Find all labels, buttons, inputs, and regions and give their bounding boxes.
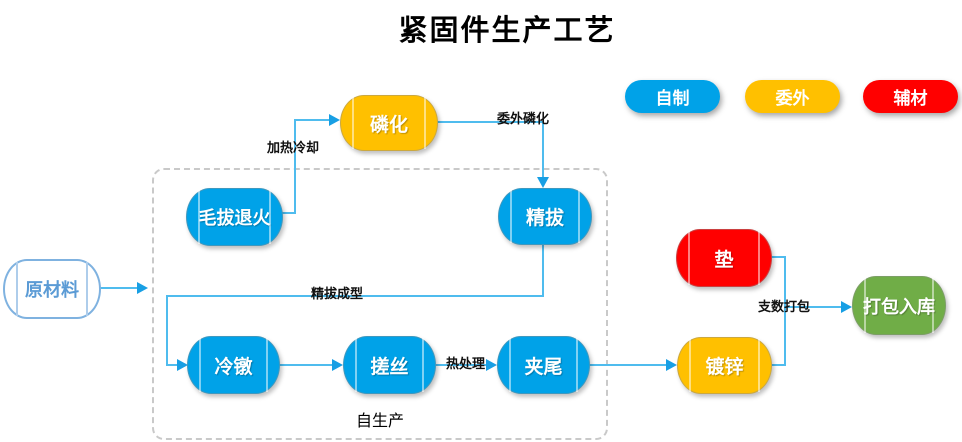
node-cold-heading[interactable]: 冷镦: [187, 336, 280, 394]
edge-anneal-phosphating-line: [294, 119, 330, 121]
edge-label-heat-cool: 加热冷却: [267, 140, 320, 155]
page-title: 紧固件生产工艺: [398, 15, 616, 47]
edge-phosphating-fine-arrowhead-icon: [537, 177, 549, 188]
legend-outsourced[interactable]: 委外: [745, 80, 840, 113]
node-anneal[interactable]: 毛拔退火: [186, 188, 283, 246]
edge-label-count-packing: 支数打包: [758, 299, 811, 314]
edge-clamp-galvanizing-line: [588, 364, 668, 366]
node-tail-clamping[interactable]: 夹尾: [497, 336, 590, 394]
node-fine-drawing-label: 精拔: [525, 208, 564, 229]
edge-anneal-phosphating-line: [280, 212, 296, 214]
node-washer-label: 垫: [714, 249, 734, 271]
self-production-container: 自生产: [152, 168, 608, 440]
edge-label-fine-draw-forming: 精拔成型: [311, 286, 364, 301]
edge-galvanizing-packing-line: [770, 364, 786, 366]
edge-thread-clamp-line: [434, 364, 488, 366]
node-galvanizing[interactable]: 镀锌: [677, 337, 772, 394]
node-thread-rolling[interactable]: 搓丝: [343, 336, 436, 394]
node-phosphating-label: 磷化: [369, 114, 408, 136]
edge-fine-cold-line: [542, 243, 544, 297]
edge-washer-packing-line: [770, 256, 786, 258]
edge-clamp-galvanizing-arrowhead-icon: [666, 359, 677, 371]
node-anneal-label: 毛拔退火: [198, 208, 271, 228]
edge-merge-packing-line: [784, 256, 786, 366]
edge-cold-thread-line: [278, 364, 334, 366]
node-phosphating[interactable]: 磷化: [340, 95, 438, 151]
edge-thread-clamp-arrowhead-icon: [486, 359, 497, 371]
legend-self-made-label: 自制: [655, 89, 690, 108]
node-tail-clamping-label: 夹尾: [524, 356, 563, 378]
node-fine-drawing[interactable]: 精拔: [498, 188, 592, 245]
node-washer[interactable]: 垫: [676, 229, 772, 287]
edge-raw-material-arrowhead-icon: [137, 282, 148, 294]
edge-cold-thread-arrowhead-icon: [332, 359, 343, 371]
edge-phosphating-fine-line: [542, 121, 544, 178]
legend-auxiliary-label: 辅材: [893, 89, 928, 108]
edge-fine-cold-line: [166, 364, 179, 366]
legend-auxiliary[interactable]: 辅材: [863, 80, 958, 113]
node-raw-material-label: 原材料: [25, 280, 79, 300]
edge-merge-packing-line: [784, 306, 842, 308]
node-packing-label: 打包入库: [863, 296, 935, 317]
edge-fine-cold-line: [166, 295, 544, 297]
edge-anneal-phosphating-line: [294, 120, 296, 214]
edge-anneal-phosphating-arrowhead-icon: [329, 114, 340, 126]
node-cold-heading-label: 冷镦: [214, 356, 253, 378]
node-packing[interactable]: 打包入库: [852, 276, 946, 335]
edge-label-heat-treatment: 热处理: [446, 356, 486, 371]
edge-fine-cold-line: [166, 295, 168, 366]
edge-raw-material-line: [97, 287, 138, 289]
node-raw-material[interactable]: 原材料: [3, 259, 101, 319]
self-production-label: 自生产: [355, 413, 404, 430]
legend-self-made[interactable]: 自制: [625, 80, 720, 113]
legend-outsourced-label: 委外: [775, 89, 810, 108]
edge-fine-cold-arrowhead-icon: [177, 359, 188, 371]
edge-phosphating-fine-line: [436, 121, 544, 123]
edge-label-outsourced-phosphating: 委外磷化: [497, 111, 550, 126]
node-thread-rolling-label: 搓丝: [370, 356, 409, 378]
edge-merge-packing-arrowhead-icon: [841, 301, 852, 313]
node-galvanizing-label: 镀锌: [705, 357, 744, 378]
